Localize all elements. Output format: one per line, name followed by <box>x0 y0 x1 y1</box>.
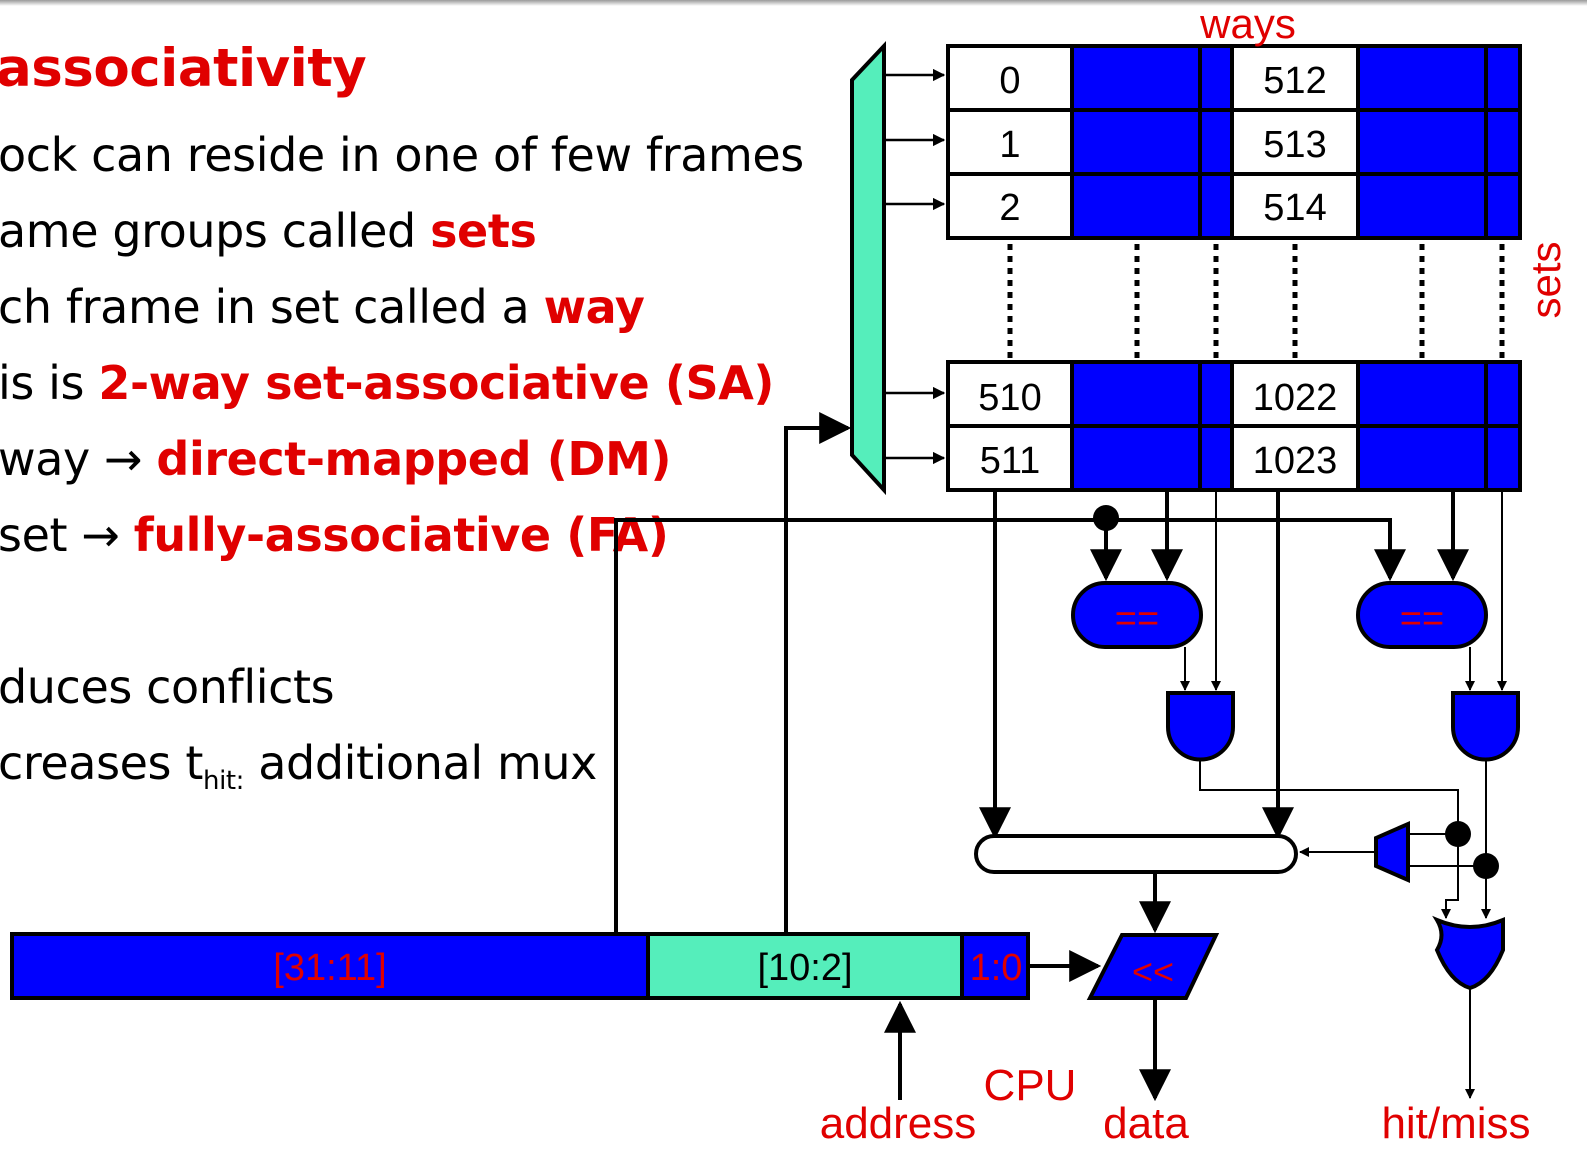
note-2-text-post: additional mux <box>244 736 597 790</box>
sets-label: sets <box>1522 241 1569 318</box>
continuation-dots <box>1007 244 1505 358</box>
slide-top-border <box>0 0 1587 6</box>
or-gate-hit <box>1432 915 1505 991</box>
address-offset-field: 1:0 <box>970 947 1023 989</box>
ways-label: ways <box>1199 0 1296 47</box>
frame-513: 513 <box>1263 124 1326 166</box>
bullet-1-text: ock can reside in one of few frames <box>0 128 804 182</box>
address-register <box>10 932 1030 1000</box>
frame-1022: 1022 <box>1253 377 1338 419</box>
cache-array-top <box>946 44 1522 240</box>
bullet-4-text: is is <box>0 356 99 410</box>
bullet-4-highlight: 2-way set-associative (SA) <box>98 356 775 410</box>
bullet-6-text: set → <box>0 508 134 562</box>
data-output-mux <box>974 834 1298 874</box>
bullet-3-text: ch frame in set called a <box>0 280 544 334</box>
note-2-subscript: hit: <box>202 766 245 797</box>
frame-0: 0 <box>999 60 1020 102</box>
cpu-label: CPU <box>984 1061 1077 1110</box>
cache-array-bottom <box>946 360 1522 492</box>
comparator-way1 <box>1356 581 1488 649</box>
bullet-1: ock can reside in one of few frames <box>0 128 804 182</box>
bullet-3: ch frame in set called a way <box>0 280 645 334</box>
hit-junction-0 <box>1445 821 1471 847</box>
frame-511: 511 <box>980 440 1041 482</box>
frame-512: 512 <box>1263 60 1326 102</box>
bullet-2-highlight: sets <box>430 204 537 258</box>
byte-shifter-label: << <box>1132 951 1174 992</box>
decoder-output-lines <box>884 68 946 465</box>
slide-title: associativity <box>0 38 367 99</box>
index-decoder <box>850 40 886 496</box>
select-encoder <box>1374 820 1410 884</box>
bullet-3-highlight: way <box>543 280 645 334</box>
address-index-field: [10:2] <box>757 947 852 989</box>
frame-2: 2 <box>999 187 1020 229</box>
frame-510: 510 <box>978 377 1041 419</box>
tag-read-lines <box>1151 490 1469 582</box>
frame-514: 514 <box>1263 187 1326 229</box>
and-gate-way0 <box>1166 691 1235 762</box>
data-label: data <box>1103 1099 1189 1148</box>
note-1-text: duces conflicts <box>0 660 335 714</box>
bullet-6-highlight: fully-associative (FA) <box>133 508 669 562</box>
bullet-6: set → fully-associative (FA) <box>0 508 669 562</box>
note-2-text: creases t <box>0 736 203 790</box>
compare-out-lines <box>1180 647 1475 691</box>
valid-bit-lines <box>1211 490 1507 691</box>
address-label: address <box>820 1099 977 1148</box>
hit-junction-1 <box>1473 853 1499 879</box>
bullet-5-text: way → <box>0 432 157 486</box>
note-2: creases thit: additional mux <box>0 736 597 796</box>
index-bus <box>784 412 852 932</box>
bullet-2-text: ame groups called <box>0 204 431 258</box>
note-1: duces conflicts <box>0 660 335 714</box>
data-read-lines <box>979 490 1294 840</box>
and-gate-way1 <box>1451 691 1520 762</box>
comparator-way0 <box>1071 581 1203 649</box>
frame-1: 1 <box>999 124 1020 166</box>
comparator-way1-label: == <box>1400 598 1444 640</box>
comparator-way0-label: == <box>1115 598 1159 640</box>
hit-miss-label: hit/miss <box>1381 1099 1530 1148</box>
tag-bus-junction <box>1093 505 1119 531</box>
bullet-5-highlight: direct-mapped (DM) <box>156 432 672 486</box>
bullet-5: way → direct-mapped (DM) <box>0 432 672 486</box>
bullet-4: is is 2-way set-associative (SA) <box>0 356 774 410</box>
frame-1023: 1023 <box>1253 440 1338 482</box>
bullet-2: ame groups called sets <box>0 204 537 258</box>
address-tag-field: [31:11] <box>273 947 386 989</box>
